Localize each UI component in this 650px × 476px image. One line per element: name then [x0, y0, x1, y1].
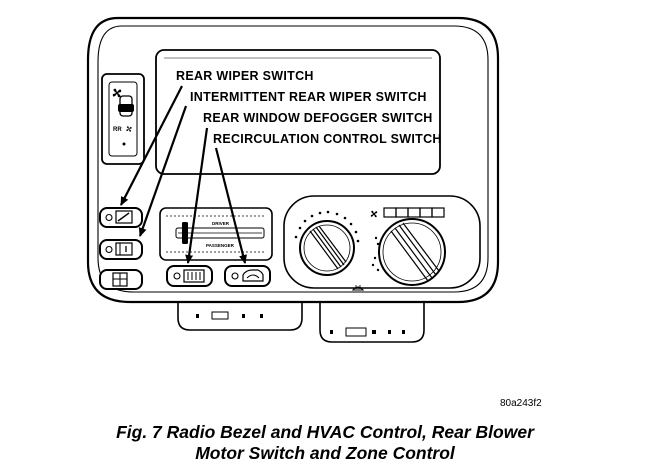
temperature-control-knob[interactable] [378, 218, 446, 286]
mode-control-knob[interactable] [299, 220, 355, 276]
mode-indicator-windows [383, 207, 445, 218]
zone-control-slider[interactable]: DRIVER PASSENGER [159, 207, 273, 261]
rear-window-defogger-switch-label: REAR WINDOW DEFOGGER SWITCH [203, 111, 433, 125]
bezel-inner-outline [97, 25, 489, 293]
fan-icon [112, 88, 122, 98]
intermittent-rear-wiper-switch-label: INTERMITTENT REAR WIPER SWITCH [190, 90, 427, 104]
intermittent-rear-wiper-switch[interactable] [99, 239, 143, 260]
bezel-outline [86, 16, 500, 304]
bezel-lower-tab-left [177, 302, 303, 331]
slider-driver-label: DRIVER [212, 221, 230, 226]
small-fan-icon [126, 126, 132, 132]
rear-defogger-leader [185, 127, 209, 264]
caption-line-2: Motor Switch and Zone Control [195, 443, 455, 463]
rear-defrost-icon [183, 269, 205, 283]
rear-wiper-switch[interactable] [99, 207, 143, 228]
bezel-lower-tab-right [319, 302, 425, 343]
caption-line-1: Fig. 7 Radio Bezel and HVAC Control, Rea… [116, 422, 534, 442]
rear-wiper-switch-label: REAR WIPER SWITCH [176, 69, 314, 83]
rear-wiper-icon [115, 210, 133, 224]
recirculation-control-switch-label: RECIRCULATION CONTROL SWITCH [213, 132, 442, 146]
intermittent-wiper-leader [138, 105, 188, 237]
figure-reference: 80a243f2 [500, 398, 542, 409]
intermittent-wiper-icon [115, 242, 133, 256]
rear-wiper-wash-switch[interactable] [99, 269, 143, 290]
rear-blower-label: RR [113, 127, 122, 133]
leader-arrows [120, 85, 247, 264]
wiper-wash-icon [112, 272, 128, 287]
radio-display-window [155, 49, 441, 175]
hvac-knob-panel [283, 195, 481, 289]
recirculation-car-icon [242, 269, 264, 282]
rear-blower-switch[interactable]: RR [101, 73, 145, 165]
recirculation-leader [214, 147, 247, 264]
rear-wiper-leader [120, 85, 183, 206]
mode-knob-ticks [294, 210, 360, 243]
temperature-knob-ticks [371, 236, 380, 272]
hvac-fan-icon [370, 210, 378, 218]
defrost-icon [351, 285, 365, 291]
rear-window-defogger-switch[interactable] [166, 265, 213, 287]
slider-passenger-label: PASSENGER [206, 243, 235, 248]
recirculation-control-switch[interactable] [224, 265, 271, 287]
